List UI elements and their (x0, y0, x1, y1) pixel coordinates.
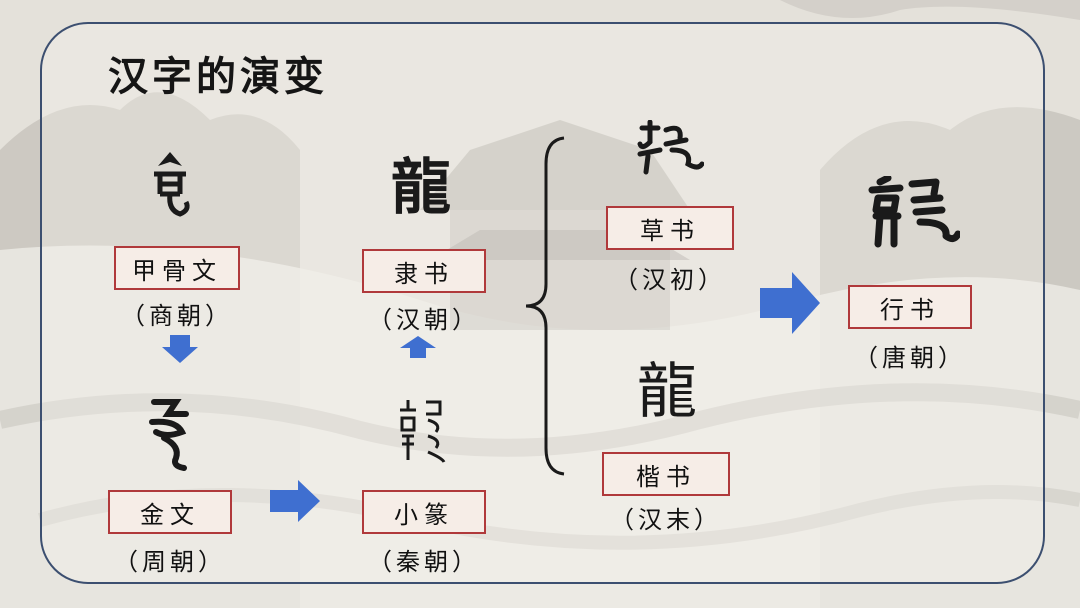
jiaguwen-label: 甲骨文 (114, 246, 240, 290)
lishu-label: 隶书 (362, 249, 486, 293)
page-title: 汉字的演变 (108, 53, 328, 100)
oracle-bone-dragon-glyph (154, 152, 190, 217)
kaishu-label: 楷书 (602, 452, 730, 496)
clerical-dragon-glyph: 龍 (391, 153, 451, 223)
arrow-up-icon (400, 336, 436, 358)
arrow-right-icon (760, 272, 820, 334)
jinwen-label: 金文 (108, 490, 232, 534)
caoshu-dynasty: （汉初） (614, 266, 726, 294)
regular-dragon-glyph: 龍 (637, 357, 697, 427)
arrow-right-icon (270, 480, 320, 522)
lishu-dynasty: （汉朝） (368, 306, 480, 334)
bronze-dragon-glyph (149, 399, 189, 471)
caoshu-label: 草书 (606, 206, 734, 250)
arrow-down-icon (162, 335, 198, 363)
cursive-dragon-glyph (637, 120, 704, 175)
curly-brace (525, 136, 565, 476)
xingshu-label: 行书 (848, 285, 972, 329)
jiaguwen-dynasty: （商朝） (121, 302, 233, 330)
xiaozhuan-label: 小篆 (362, 490, 486, 534)
xingshu-dynasty: （唐朝） (854, 344, 966, 372)
kaishu-dynasty: （汉末） (610, 506, 722, 534)
xiaozhuan-dynasty: （秦朝） (368, 548, 480, 576)
running-dragon-glyph (868, 176, 960, 248)
small-seal-dragon-glyph (400, 400, 446, 463)
jinwen-dynasty: （周朝） (114, 548, 226, 576)
